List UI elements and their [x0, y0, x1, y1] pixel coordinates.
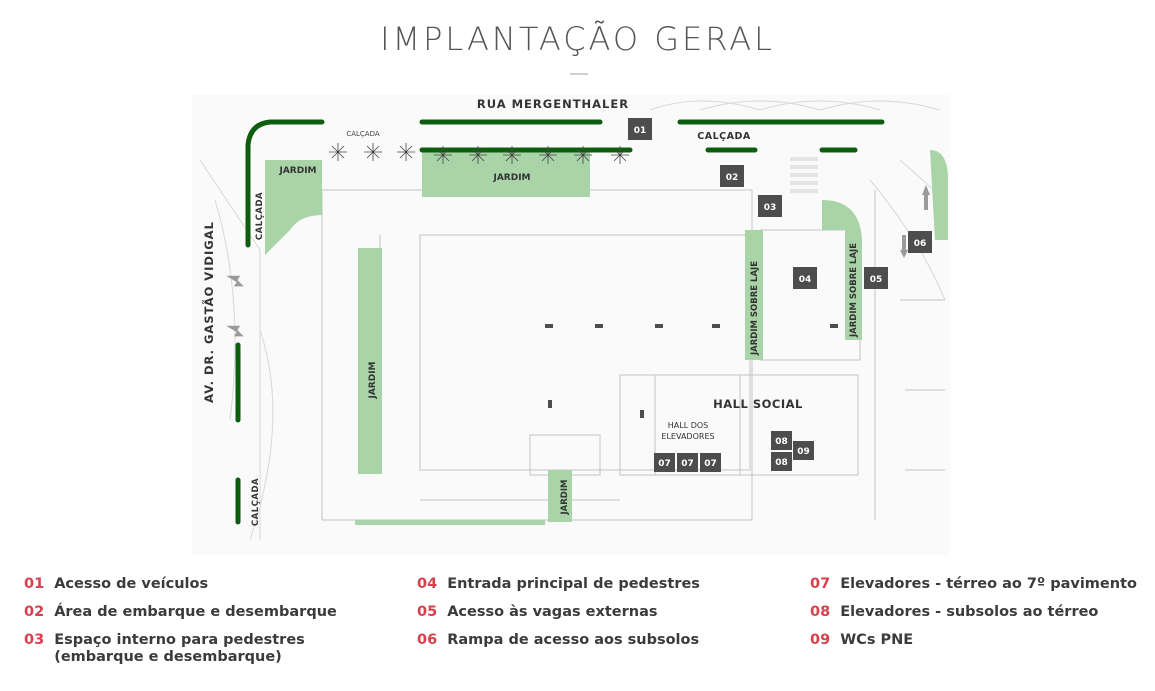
marker-08b: 08 — [771, 452, 792, 471]
marker-07c: 07 — [700, 453, 721, 472]
calcada-left-upper-label: CALÇADA — [255, 192, 265, 240]
legend-item-07: 07 Elevadores - térreo ao 7º pavimento — [810, 576, 1137, 593]
legend-num: 02 — [24, 604, 45, 620]
legend-num: 05 — [417, 604, 438, 620]
hall-elevadores-label-2: ELEVADORES — [661, 432, 714, 441]
jardim-top-left-label: JARDIM — [278, 166, 316, 176]
marker-03: 03 — [758, 195, 782, 217]
hall-elevadores-label-1: HALL DOS — [668, 421, 708, 430]
legend-item-01: 01 Acesso de veículos — [24, 576, 208, 593]
legend-text: WCs PNE — [840, 632, 914, 648]
legend-text: Acesso às vagas externas — [447, 604, 658, 620]
svg-text:07: 07 — [658, 459, 671, 469]
svg-text:07: 07 — [681, 459, 694, 469]
svg-text:01: 01 — [634, 126, 647, 136]
title-divider — [570, 73, 588, 75]
svg-text:07: 07 — [704, 459, 717, 469]
arrows — [226, 185, 930, 337]
calcada-left-lower-label: CALÇADA — [251, 478, 261, 526]
crosswalk — [790, 157, 818, 193]
trees — [329, 143, 629, 164]
marker-07b: 07 — [677, 453, 698, 472]
site-plan: RUA MERGENTHALER AV. DR. GASTÃO VIDIGAL … — [192, 95, 950, 555]
legend-text: Rampa de acesso aos subsolos — [447, 632, 700, 648]
legend-num: 08 — [810, 604, 831, 620]
legend-text: Acesso de veículos — [54, 576, 209, 592]
marker-05: 05 — [864, 267, 888, 289]
svg-text:06: 06 — [914, 239, 927, 249]
marker-01: 01 — [628, 118, 652, 140]
marker-06: 06 — [908, 231, 932, 253]
legend-num: 03 — [24, 632, 45, 648]
svg-text:02: 02 — [726, 173, 739, 183]
marker-02: 02 — [720, 165, 744, 187]
hedges — [235, 119, 885, 525]
garden-bottom — [548, 470, 572, 522]
legend-text: Entrada principal de pedestres — [447, 576, 700, 592]
calcada-top-right-label: CALÇADA — [697, 131, 751, 142]
marker-04: 04 — [793, 267, 817, 289]
svg-text:03: 03 — [764, 203, 777, 213]
marker-08a: 08 — [771, 431, 792, 450]
hall-social-label: HALL SOCIAL — [713, 397, 803, 411]
legend-item-02: 02 Área de embarque e desembarque — [24, 604, 337, 621]
legend-num: 01 — [24, 576, 45, 592]
svg-text:05: 05 — [870, 275, 883, 285]
column-marks — [545, 324, 838, 418]
svg-text:08: 08 — [775, 437, 788, 447]
jardim-sobre-laje-2-label: JARDIM SOBRE LAJE — [849, 243, 859, 338]
jardim-left-label: JARDIM — [368, 361, 378, 399]
legend-text: Área de embarque e desembarque — [54, 604, 337, 620]
calcada-top-small-label: CALÇADA — [346, 130, 380, 138]
street-top-label: RUA MERGENTHALER — [477, 97, 629, 111]
legend-text: Elevadores - térreo ao 7º pavimento — [840, 576, 1137, 592]
legend-item-05: 05 Acesso às vagas externas — [417, 604, 658, 621]
gardens — [265, 150, 948, 525]
jardim-bottom-label: JARDIM — [560, 480, 570, 516]
garden-sobre-laje-1 — [745, 230, 763, 360]
street-lines — [199, 100, 946, 541]
marker-07a: 07 — [654, 453, 675, 472]
markers: 01 02 03 04 05 06 07 07 07 08 08 09 — [628, 118, 932, 472]
garden-top-center — [422, 150, 590, 197]
legend-text: Elevadores - subsolos ao térreo — [840, 604, 1099, 620]
svg-text:09: 09 — [797, 447, 810, 457]
svg-text:08: 08 — [775, 458, 788, 468]
legend-num: 07 — [810, 576, 831, 592]
jardim-sobre-laje-1-label: JARDIM SOBRE LAJE — [750, 261, 760, 356]
garden-left — [358, 248, 382, 474]
legend: 01 Acesso de veículos 02 Área de embarque … — [0, 570, 1155, 685]
garden-top-left — [265, 160, 322, 255]
marker-09: 09 — [793, 441, 814, 460]
legend-num: 09 — [810, 632, 831, 648]
legend-text: Espaço interno para pedestres (embarque … — [54, 632, 305, 665]
page-title: IMPLANTAÇÃO GERAL — [380, 20, 775, 58]
legend-item-04: 04 Entrada principal de pedestres — [417, 576, 700, 593]
jardim-top-center-label: JARDIM — [492, 173, 530, 183]
legend-item-08: 08 Elevadores - subsolos ao térreo — [810, 604, 1098, 621]
legend-num: 06 — [417, 632, 438, 648]
svg-text:04: 04 — [799, 275, 812, 285]
legend-item-09: 09 WCs PNE — [810, 632, 913, 649]
garden-sobre-laje-2 — [822, 200, 862, 340]
legend-item-03: 03 Espaço interno para pedestres (embarqu… — [24, 632, 305, 666]
legend-num: 04 — [417, 576, 438, 592]
legend-item-06: 06 Rampa de acesso aos subsolos — [417, 632, 699, 649]
street-left-label: AV. DR. GASTÃO VIDIGAL — [201, 221, 216, 403]
